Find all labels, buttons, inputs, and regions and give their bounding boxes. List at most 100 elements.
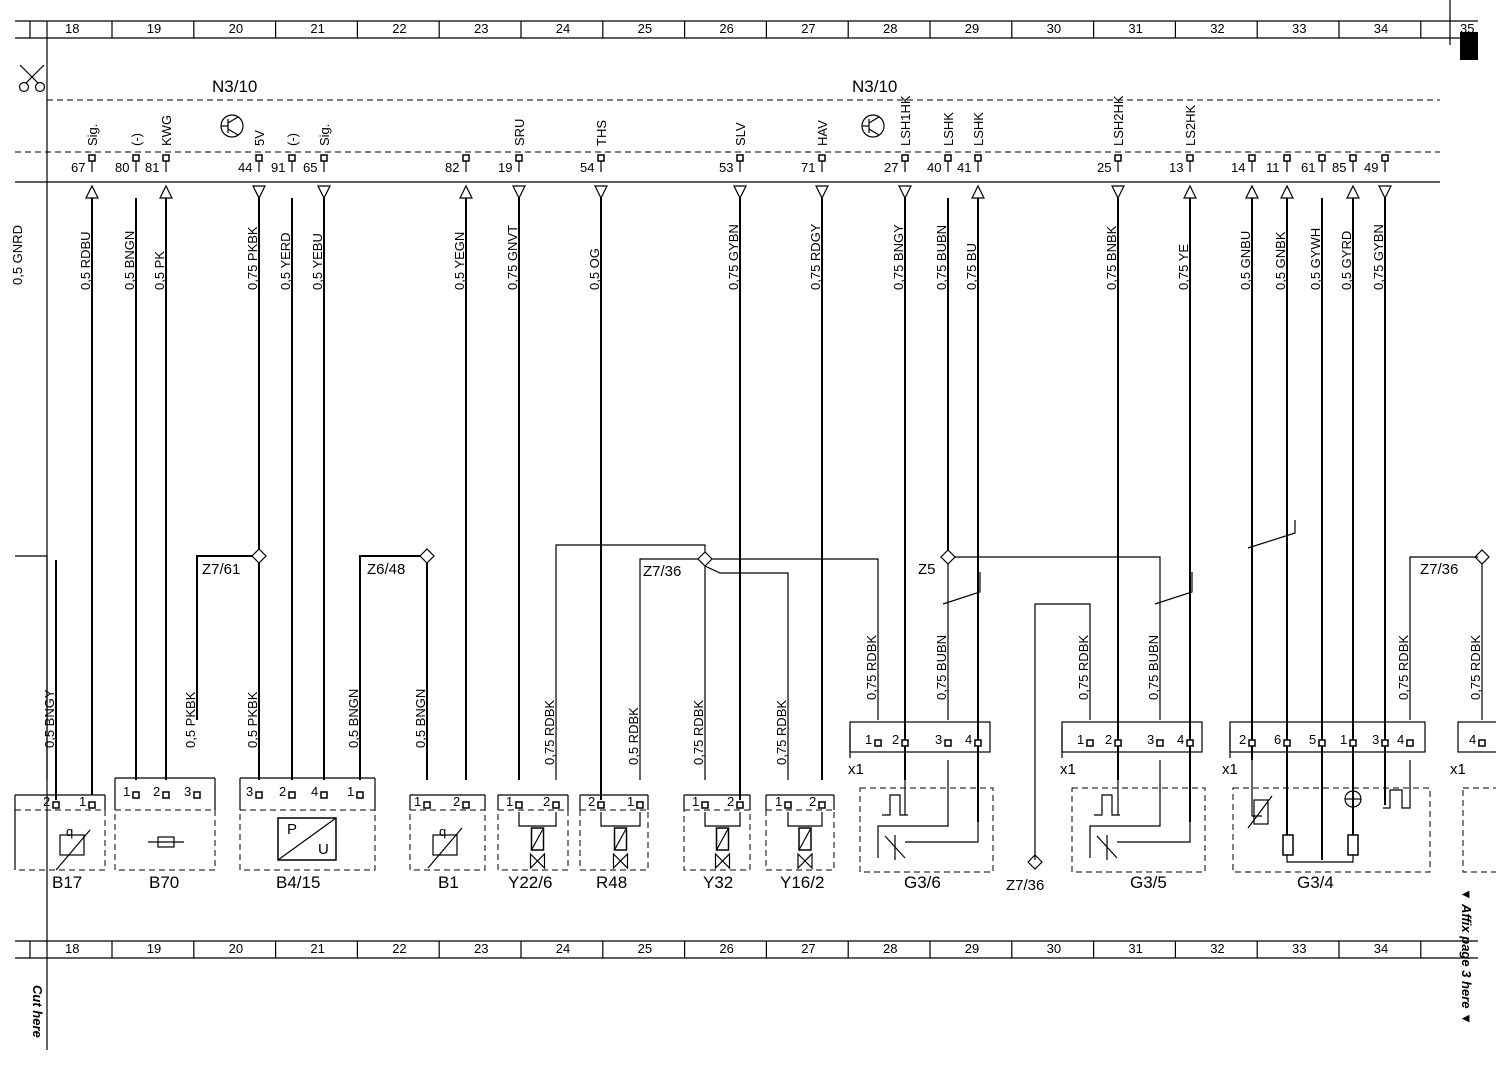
wire-label: 0,75 GYBN [1371,224,1386,290]
pin-number: 3 [935,732,942,747]
connector-label: x1 [1060,761,1076,778]
pin-number: 91 [271,160,285,175]
column-number: 29 [965,941,979,956]
pin-signal: SLV [733,122,748,146]
connector-label: x1 [1222,761,1238,778]
column-number: 32 [1210,21,1224,36]
wire-label: 0,5 YEBU [310,233,325,290]
pin-signal: 5V [252,130,267,146]
pin-signal: HAV [815,120,830,146]
pin-number: 5 [1309,732,1316,747]
module-pin: 140,5 GNBU [1231,154,1259,760]
connector-label: x1 [1450,761,1466,778]
column-number: 22 [392,941,406,956]
column-number: 31 [1128,941,1142,956]
pin-number: 1 [692,794,699,809]
pin-number: 1 [1340,732,1347,747]
column-number: 21 [310,941,324,956]
pin-number: 6 [1274,732,1281,747]
splice-z7-36-b: Z7/36 [1006,603,1091,894]
pin-number: 2 [892,732,899,747]
wire-label: 0,5 BNGN [122,231,137,290]
affix-page-text: ▼ Affix page 3 here ▼ [1459,888,1474,1025]
pin-number: 1 [506,794,513,809]
left-partial-wire: 0,5 GNRD [10,225,25,285]
wire-label: 0,75 RDBK [542,700,557,765]
splice-z6-48: Z6/48 [359,548,435,780]
pin-number: 2 [543,794,550,809]
pin-number: 11 [1266,160,1280,175]
pin-number: 2 [727,794,734,809]
component-b1: B1 [438,873,459,892]
pin-number: 1 [775,794,782,809]
pin-signal: LSHK [971,112,986,146]
pin-number: 40 [927,160,941,175]
pin-signal: (-) [285,133,300,146]
connector-label: x1 [848,761,864,778]
splice-z7-61: Z7/61 [196,306,267,780]
wire-label: 0,5 GNBU [1238,231,1253,290]
wire-label: 0,75 BNBK [1104,225,1119,290]
wire-label: 0,5 GNBK [1273,231,1288,290]
module-pin: 490,75 GYBN [1364,154,1392,805]
module-label-left: N3/10 [212,77,257,96]
pin-number: 1 [347,784,354,799]
splice-label: Z7/36 [1006,877,1044,894]
pin-number: 2 [279,784,286,799]
transistor-icon [220,114,244,138]
module-pin: 91(-)0,5 YERD [271,133,300,780]
wire-label: 0,75 BUBN [934,635,949,700]
column-number: 28 [883,941,897,956]
column-number: 19 [147,21,161,36]
pin-number: 41 [957,160,971,175]
wire-label: 0,75 RDBK [864,635,879,700]
column-number: 23 [474,21,488,36]
pin-number: 1 [414,794,421,809]
pin-number: 81 [145,160,159,175]
wire-label: 0,75 BU [964,243,979,290]
column-number: 34 [1374,21,1388,36]
pin-number: 2 [453,794,460,809]
pin-number: 4 [1397,732,1404,747]
pin-number: 61 [1301,160,1315,175]
pin-signal: KWG [159,115,174,146]
column-number: 26 [719,941,733,956]
symbol-q: q [66,824,73,839]
pin-signal: (-) [129,133,144,146]
column-number: 30 [1047,941,1061,956]
pin-signal: LSH2HK [1111,95,1126,146]
column-number: 29 [965,21,979,36]
pin-number: 4 [1177,732,1184,747]
component-edge-box: 4x1 [1450,721,1496,873]
pin-number: 4 [965,732,972,747]
pin-signal: THS [594,120,609,146]
wire-label: 0,75 RDBK [774,700,789,765]
wire-label: 0,5 BNGY [42,689,57,748]
wire-break [1247,520,1296,549]
pin-number: 85 [1332,160,1346,175]
pin-number: 1 [123,784,130,799]
splice-z7-36-a: Z7/36 [555,544,879,780]
column-number: 30 [1047,21,1061,36]
component-g3-5: G3/5 [1130,873,1167,892]
wire-label: 0,75 BUBN [934,225,949,290]
pin-number: 1 [79,794,86,809]
module-label-right: N3/10 [852,77,897,96]
wire-label: 0,75 RDBK [1468,635,1483,700]
wire-label: 0,75 RDBK [1076,635,1091,700]
column-number: 20 [229,941,243,956]
pin-number: 3 [1147,732,1154,747]
wire-label: 0,75 RDBK [1396,635,1411,700]
pin-number: 65 [303,160,317,175]
